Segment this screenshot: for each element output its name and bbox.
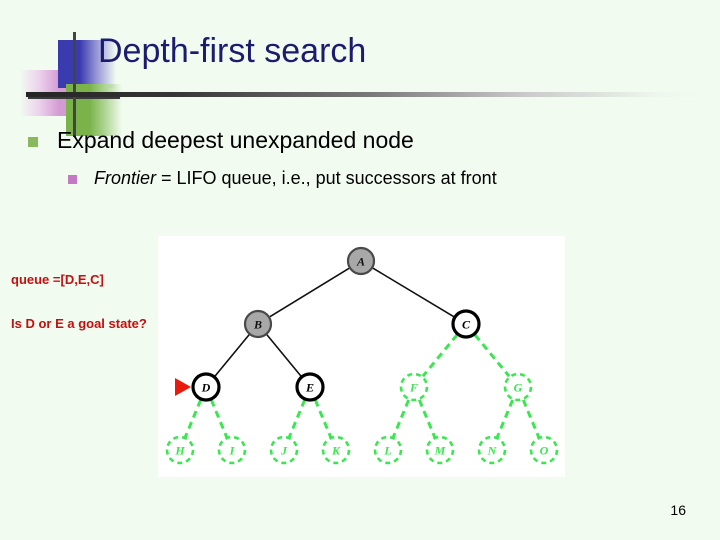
- tree-node-H[interactable]: H: [165, 435, 195, 465]
- tree-node-circle-I: [217, 435, 247, 465]
- annotation-goal-question: Is D or E a goal state?: [11, 316, 147, 331]
- annotation-queue: queue =[D,E,C]: [11, 272, 104, 287]
- tree-node-circle-N: [477, 435, 507, 465]
- tree-edge-C-G: [473, 333, 511, 378]
- tree-node-circle-O: [529, 435, 559, 465]
- bullet-level1-text: Expand deepest unexpanded node: [57, 127, 414, 153]
- tree-edge-D-I: [209, 399, 229, 438]
- logo-vertical-rule: [73, 32, 76, 137]
- tree-node-label-G: G: [514, 381, 523, 395]
- tree-node-circle-H: [165, 435, 195, 465]
- tree-node-label-N: N: [487, 444, 498, 458]
- bullet-item-level2: Frontier = LIFO queue, i.e., put success…: [68, 168, 497, 189]
- logo-blue-square: [58, 40, 116, 88]
- tree-node-K[interactable]: K: [321, 435, 351, 465]
- tree-node-C[interactable]: C: [451, 309, 481, 339]
- tree-edge-G-O: [521, 399, 541, 438]
- tree-node-label-J: J: [280, 444, 288, 458]
- square-bullet-icon: [68, 175, 77, 184]
- tree-node-label-O: O: [540, 444, 549, 458]
- tree-node-label-C: C: [462, 318, 471, 332]
- tree-node-D[interactable]: D: [191, 372, 221, 402]
- tree-edge-B-D: [214, 334, 250, 377]
- tree-node-circle-D: [191, 372, 221, 402]
- search-tree-panel: A B C D E F G H I J K L M N O: [158, 236, 565, 477]
- tree-node-A[interactable]: A: [346, 246, 376, 276]
- tree-edge-E-J: [287, 399, 307, 438]
- tree-node-circle-L: [373, 435, 403, 465]
- tree-node-I[interactable]: I: [217, 435, 247, 465]
- tree-node-J[interactable]: J: [269, 435, 299, 465]
- tree-node-label-A: A: [356, 255, 365, 269]
- slide-title: Depth-first search: [98, 32, 367, 70]
- tree-node-L[interactable]: L: [373, 435, 403, 465]
- tree-node-M[interactable]: M: [425, 435, 455, 465]
- tree-node-N[interactable]: N: [477, 435, 507, 465]
- tree-node-circle-K: [321, 435, 351, 465]
- tree-node-circle-J: [269, 435, 299, 465]
- tree-node-circle-A: [346, 246, 376, 276]
- tree-node-label-L: L: [383, 444, 391, 458]
- bullet-level2-text: Frontier = LIFO queue, i.e., put success…: [94, 168, 497, 189]
- tree-edge-D-H: [183, 399, 203, 438]
- tree-edge-B-E: [266, 334, 302, 377]
- tree-edge-E-K: [313, 399, 333, 438]
- tree-node-label-M: M: [434, 444, 446, 458]
- tree-node-label-D: D: [201, 381, 211, 395]
- tree-node-circle-B: [243, 309, 273, 339]
- tree-node-label-H: H: [174, 444, 185, 458]
- tree-node-G[interactable]: G: [503, 372, 533, 402]
- search-tree-svg: A B C D E F G H I J K L M N O: [165, 246, 559, 465]
- tree-node-label-E: E: [305, 381, 314, 395]
- page-number: 16: [670, 502, 686, 518]
- tree-node-label-K: K: [331, 444, 341, 458]
- tree-node-circle-M: [425, 435, 455, 465]
- tree-edge-C-F: [421, 333, 459, 378]
- tree-edge-A-B: [269, 267, 350, 318]
- tree-node-O[interactable]: O: [529, 435, 559, 465]
- tree-node-label-F: F: [409, 381, 418, 395]
- tree-edge-G-N: [495, 399, 515, 438]
- tree-node-F[interactable]: F: [399, 372, 429, 402]
- bullet-level2-rest: = LIFO queue, i.e., put successors at fr…: [156, 168, 497, 188]
- tree-node-circle-E: [295, 372, 325, 402]
- red-triangle-pointer: [175, 378, 191, 396]
- tree-edge-F-L: [391, 399, 411, 438]
- tree-node-circle-C: [451, 309, 481, 339]
- tree-node-B[interactable]: B: [243, 309, 273, 339]
- tree-node-E[interactable]: E: [295, 372, 325, 402]
- tree-edge-A-C: [372, 267, 455, 318]
- square-bullet-icon: [28, 137, 38, 147]
- tree-edge-F-M: [417, 399, 437, 438]
- tree-node-label-B: B: [253, 318, 262, 332]
- bullet-level2-emphasis: Frontier: [94, 168, 157, 188]
- title-divider: [26, 92, 698, 97]
- tree-node-label-I: I: [229, 444, 236, 458]
- tree-node-circle-G: [503, 372, 533, 402]
- bullet-item-level1: Expand deepest unexpanded node: [28, 127, 414, 154]
- tree-node-circle-F: [399, 372, 429, 402]
